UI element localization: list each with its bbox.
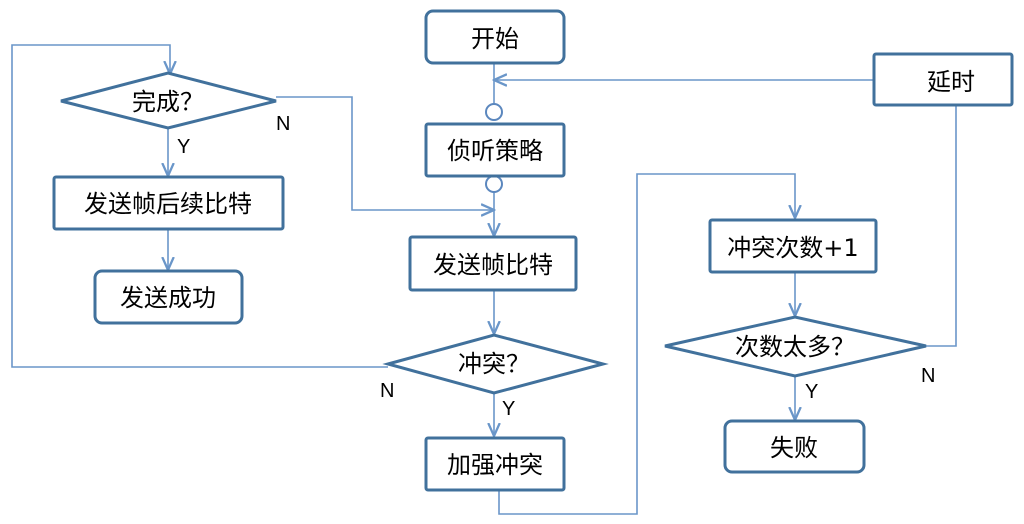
node-success [93,269,244,325]
node-start-label: 开始 [471,25,519,53]
node-done-decision [60,71,277,130]
node-jam-label: 加强冲突 [447,451,543,479]
edge-jam-to-count [498,173,795,515]
node-delay-label: 延时 [927,68,975,96]
node-done-label: 完成？ [132,88,204,116]
edge-done-no-to-send [276,96,494,210]
done-yes-label: Y [177,136,190,158]
edge-toomany-to-delay [926,106,957,347]
collision-yes-label: Y [502,398,515,420]
node-delay [872,52,1014,107]
node-count-inc-label: 冲突次数+1 [727,234,858,262]
node-start [424,9,566,65]
toomany-yes-label: Y [805,381,818,403]
toomany-no-label: N [921,365,935,387]
collision-no-label: N [380,380,394,402]
node-fail [723,419,866,474]
junction-circle-bottom [485,175,503,193]
node-send-bits-label: 发送帧比特 [433,251,553,279]
node-collision-decision [382,333,609,395]
junction-circle-top [485,103,503,121]
edge-collision-no-to-done [11,44,388,368]
node-send-rest [52,175,285,231]
node-collision-label: 冲突？ [458,350,530,378]
node-toomany-decision [664,315,927,378]
node-listen [424,122,566,178]
node-count-inc [708,218,878,274]
node-toomany-label: 次数太多？ [735,333,855,361]
node-send-bits [408,235,578,292]
node-fail-label: 失败 [770,434,818,462]
node-listen-label: 侦听策略 [447,137,543,165]
node-send-rest-label: 发送帧后续比特 [84,190,252,218]
node-success-label: 发送成功 [120,284,216,312]
node-jam [424,436,566,492]
done-no-label: N [276,113,290,135]
connectors [11,44,957,515]
